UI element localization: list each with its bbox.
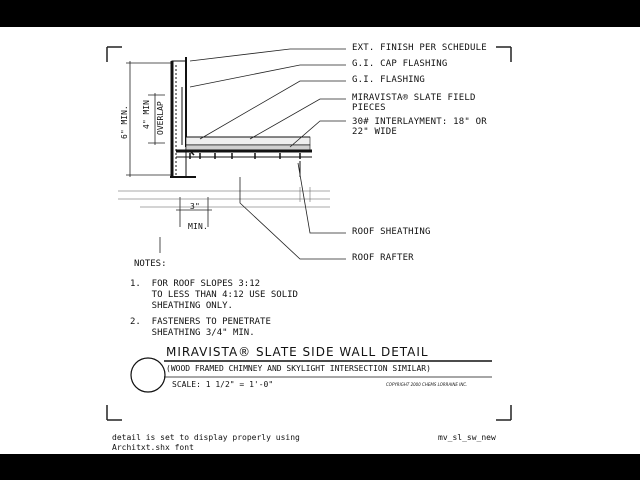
wall-assembly	[170, 57, 195, 178]
callout-cap-flashing: G.I. CAP FLASHING	[352, 59, 448, 69]
dimension-lines	[126, 61, 212, 253]
title-block	[130, 357, 492, 393]
detail-subtitle: (WOOD FRAMED CHIMNEY AND SKYLIGHT INTERS…	[166, 364, 431, 373]
construction-lines	[118, 187, 330, 208]
detail-scale: SCALE: 1 1/2" = 1'-0"	[172, 380, 274, 389]
roof-assembly	[170, 136, 312, 178]
dim-three: 3"	[190, 202, 201, 211]
notes-heading: NOTES:	[134, 259, 167, 269]
callout-slate-field-2: PIECES	[352, 103, 386, 113]
font-note-line-1: detail is set to display properly using	[112, 433, 300, 442]
dim-four-min: 4" MIN	[142, 100, 151, 129]
copyright-text: COPYRIGHT 2000 CHEMS LORRAINE INC.	[386, 382, 468, 387]
detail-drawing	[106, 46, 512, 421]
dim-six-min: 6" MIN.	[120, 105, 129, 139]
crop-marks	[106, 46, 512, 421]
note-2: 2. FASTENERS TO PENETRATE SHEATHING 3/4"…	[130, 317, 271, 338]
detail-title: MIRAVISTA® SLATE SIDE WALL DETAIL	[166, 345, 429, 359]
callout-interlayment-1: 30# INTERLAYMENT: 18" OR	[352, 117, 487, 127]
callout-roof-rafter: ROOF RAFTER	[352, 253, 414, 263]
font-note-line-2: Architxt.shx font	[112, 443, 194, 452]
callout-roof-sheathing: ROOF SHEATHING	[352, 227, 431, 237]
drawing-sheet: EXT. FINISH PER SCHEDULE G.I. CAP FLASHI…	[0, 27, 640, 454]
file-name: mv_sl_sw_new	[438, 433, 496, 442]
callout-slate-field-1: MIRAVISTA® SLATE FIELD	[352, 93, 476, 103]
callout-interlayment-2: 22" WIDE	[352, 127, 397, 137]
leader-lines	[189, 48, 346, 260]
dim-min: MIN.	[188, 222, 209, 231]
dim-overlap: OVERLAP	[156, 101, 165, 135]
callout-ext-finish: EXT. FINISH PER SCHEDULE	[352, 43, 487, 53]
callout-gi-flashing: G.I. FLASHING	[352, 75, 426, 85]
note-1: 1. FOR ROOF SLOPES 3:12 TO LESS THAN 4:1…	[130, 279, 298, 311]
